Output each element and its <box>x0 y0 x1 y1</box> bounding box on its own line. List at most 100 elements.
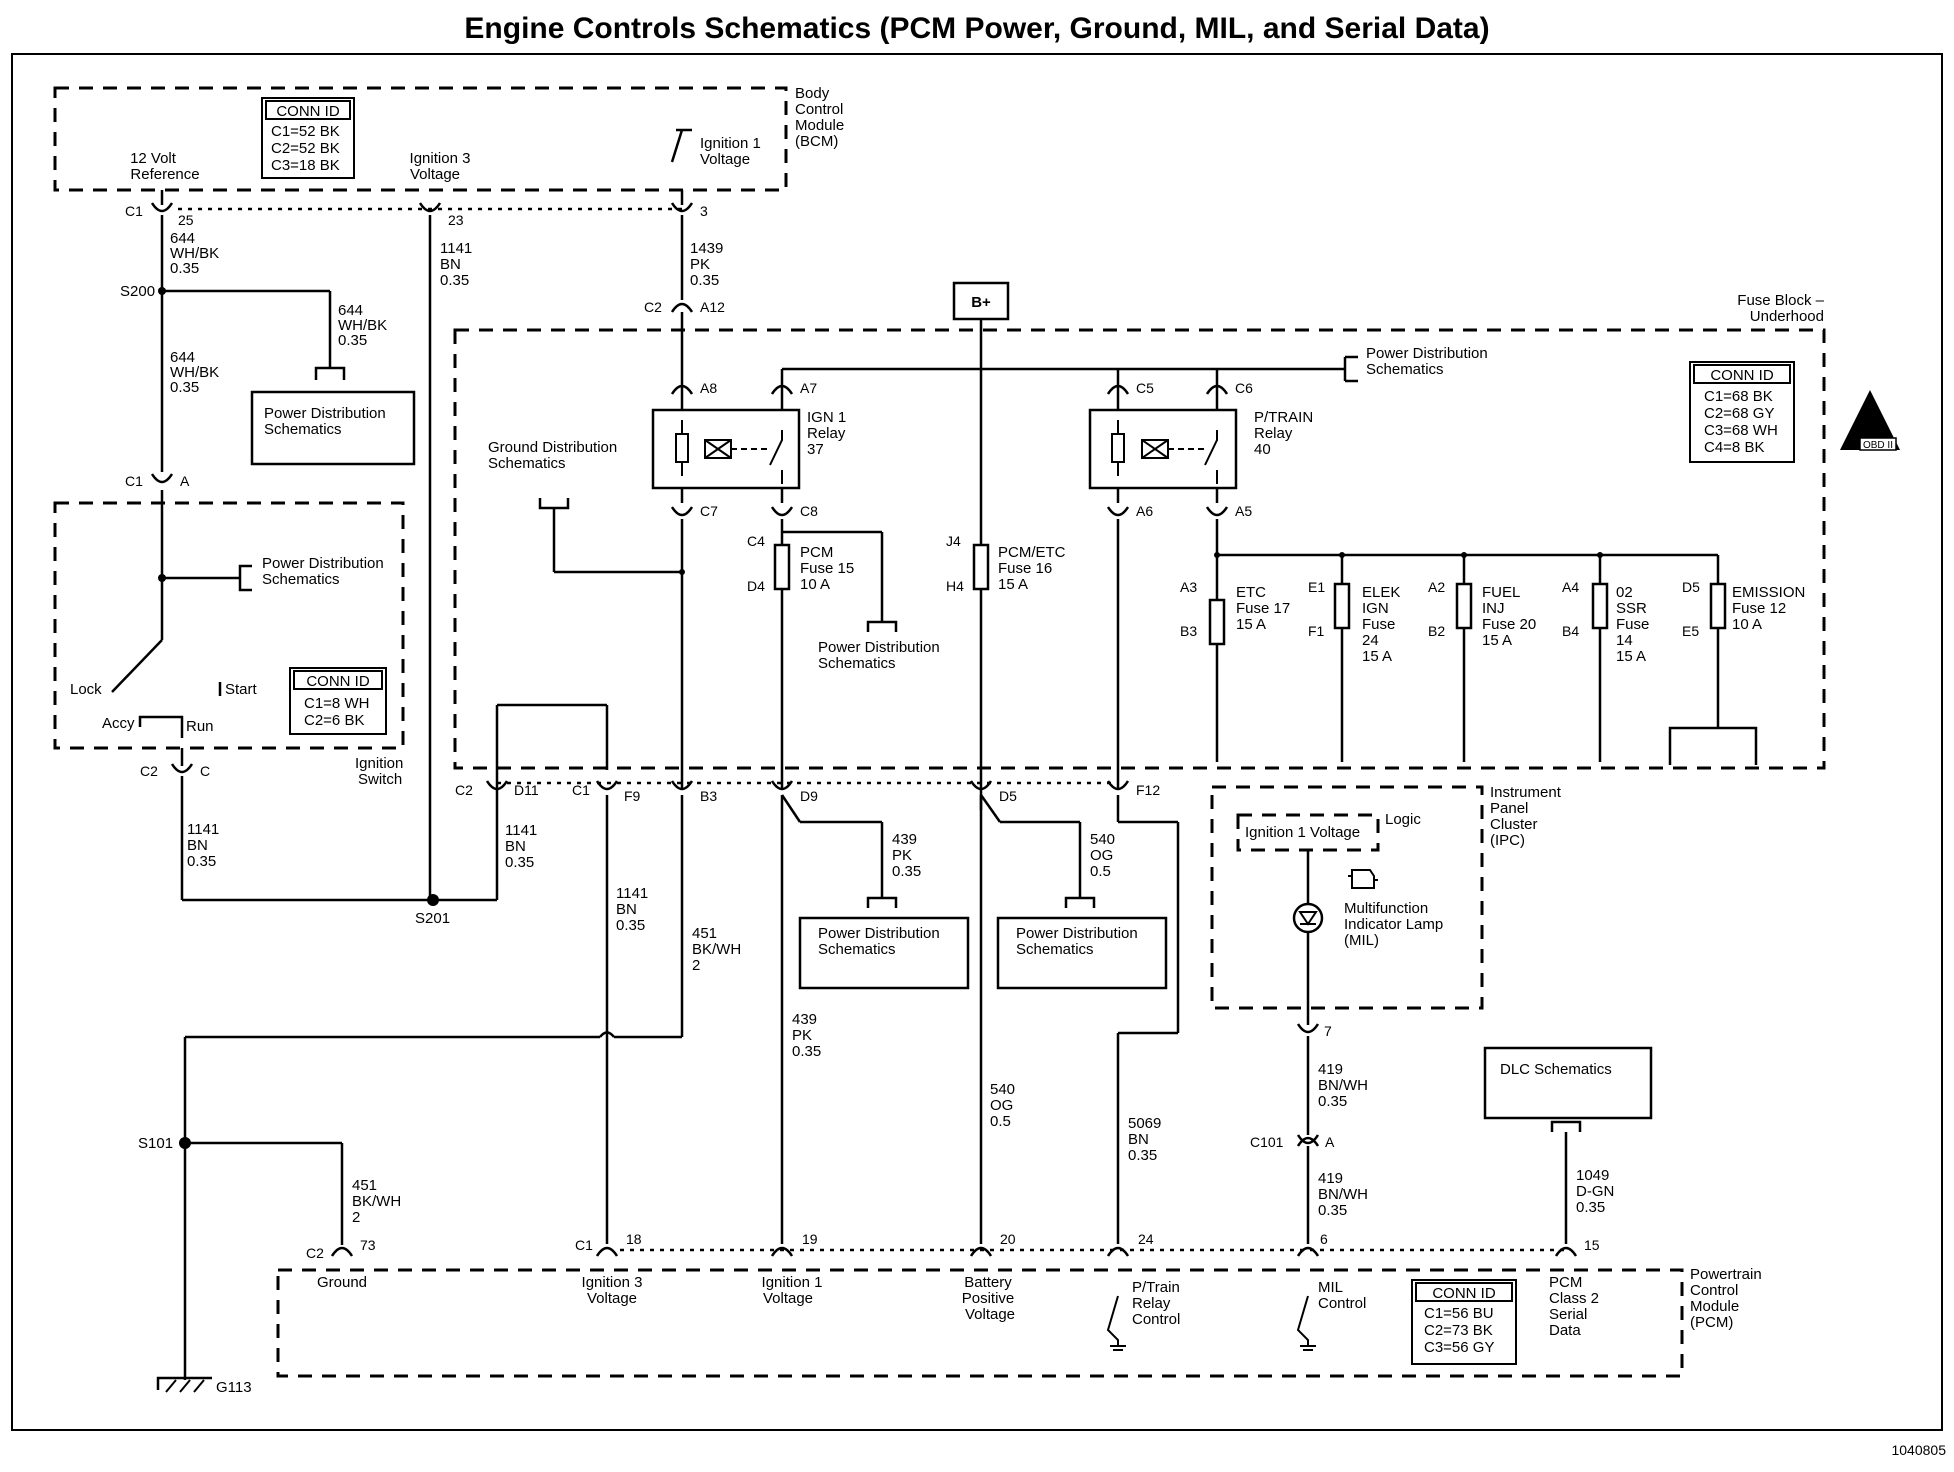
svg-text:Schematics: Schematics <box>264 421 342 438</box>
pcm-conn-id-table: CONN ID C1=56 BU C2=73 BK C3=56 GY <box>1411 1279 1517 1365</box>
fuse-o2-ssr-14: A4 B4 02 SSR Fuse 14 15 A <box>1562 555 1649 762</box>
svg-text:0.35: 0.35 <box>1576 1199 1605 1216</box>
svg-text:BN: BN <box>616 901 637 918</box>
ref-dlc-schematics: DLC Schematics <box>1483 1046 1653 1132</box>
svg-text:C5: C5 <box>1136 380 1154 396</box>
svg-text:0.5: 0.5 <box>1090 863 1111 880</box>
svg-text:Powertrain: Powertrain <box>1690 1266 1762 1283</box>
svg-text:(MIL): (MIL) <box>1344 932 1379 949</box>
svg-text:IGN: IGN <box>1362 600 1389 617</box>
svg-text:Control: Control <box>795 101 843 118</box>
svg-text:Class 2: Class 2 <box>1549 1290 1599 1307</box>
svg-text:644: 644 <box>338 302 363 319</box>
svg-text:0.35: 0.35 <box>1128 1147 1157 1164</box>
svg-text:Run: Run <box>186 718 214 735</box>
diagram-frame <box>11 53 1943 1431</box>
svg-text:D-GN: D-GN <box>1576 1183 1614 1200</box>
svg-text:Ground: Ground <box>317 1274 367 1291</box>
svg-text:Ignition: Ignition <box>355 755 403 772</box>
svg-text:Fuse 20: Fuse 20 <box>1482 616 1536 633</box>
connector-b3 <box>670 780 694 791</box>
svg-text:451: 451 <box>692 925 717 942</box>
ptrain-relay-control-switch-icon <box>1106 1295 1126 1351</box>
svg-text:SSR: SSR <box>1616 600 1647 617</box>
svg-text:Voltage: Voltage <box>587 1290 637 1307</box>
svg-text:D4: D4 <box>747 578 765 594</box>
svg-text:C101: C101 <box>1250 1134 1284 1150</box>
svg-text:BN: BN <box>440 256 461 273</box>
svg-text:BN/WH: BN/WH <box>1318 1077 1368 1094</box>
svg-text:40: 40 <box>1254 441 1271 458</box>
svg-text:E5: E5 <box>1682 623 1699 639</box>
svg-text:Panel: Panel <box>1490 800 1528 817</box>
connector-24 <box>1106 1246 1130 1257</box>
svg-text:C1: C1 <box>125 473 143 489</box>
svg-text:CONN ID: CONN ID <box>276 103 340 120</box>
svg-text:Schematics: Schematics <box>818 941 896 958</box>
fuse-block-underhood: Fuse Block – Underhood CONN ID C1=68 BK … <box>453 292 1826 770</box>
svg-text:02: 02 <box>1616 584 1633 601</box>
bcm-conn-id-table: CONN ID C1=52 BK C2=52 BK C3=18 BK <box>261 97 355 179</box>
svg-text:Control: Control <box>1132 1311 1180 1328</box>
svg-text:Underhood: Underhood <box>1750 308 1824 325</box>
svg-text:A: A <box>1325 1134 1335 1150</box>
connector-c101 <box>1296 1134 1320 1147</box>
svg-text:Start: Start <box>225 681 258 698</box>
svg-text:15 A: 15 A <box>998 576 1028 593</box>
svg-text:A7: A7 <box>800 380 817 396</box>
svg-text:S101: S101 <box>138 1135 173 1152</box>
svg-text:10 A: 10 A <box>800 576 830 593</box>
svg-text:Power Distribution: Power Distribution <box>818 925 940 942</box>
svg-text:419: 419 <box>1318 1170 1343 1187</box>
svg-text:B3: B3 <box>700 788 717 804</box>
svg-text:15 A: 15 A <box>1362 648 1392 665</box>
svg-text:BN: BN <box>505 838 526 855</box>
fuse-etc-17: A3 B3 ETC Fuse 17 15 A <box>1180 555 1290 762</box>
mil-control-switch-icon <box>1296 1295 1316 1351</box>
svg-text:OG: OG <box>990 1097 1013 1114</box>
svg-text:3: 3 <box>700 203 708 219</box>
svg-text:439: 439 <box>792 1011 817 1028</box>
connector-d9 <box>770 780 794 791</box>
svg-text:Indicator Lamp: Indicator Lamp <box>1344 916 1443 933</box>
svg-text:Voltage: Voltage <box>965 1306 1015 1323</box>
svg-text:0.5: 0.5 <box>990 1113 1011 1130</box>
svg-text:Reference: Reference <box>130 166 199 183</box>
svg-text:B2: B2 <box>1428 623 1445 639</box>
svg-text:PCM: PCM <box>800 544 833 561</box>
bcm-ign3-label: Ignition 3 <box>410 150 471 167</box>
svg-text:Fuse: Fuse <box>1616 616 1649 633</box>
svg-text:Relay: Relay <box>807 425 846 442</box>
fuse-pcm-15: C4 D4 PCM Fuse 15 10 A <box>747 533 854 594</box>
svg-text:Body: Body <box>795 85 830 102</box>
svg-text:DLC Schematics: DLC Schematics <box>1500 1061 1612 1078</box>
svg-text:Schematics: Schematics <box>1366 361 1444 378</box>
svg-text:(PCM): (PCM) <box>1690 1314 1733 1331</box>
svg-text:0.35: 0.35 <box>792 1043 821 1060</box>
connector-c1-3 <box>670 202 694 213</box>
obd-ii-badge-icon: OBD II <box>1840 390 1900 451</box>
svg-text:A12: A12 <box>700 299 725 315</box>
ptrain-relay: P/TRAIN Relay 40 <box>1088 369 1313 503</box>
connector-f12 <box>1106 780 1130 791</box>
svg-text:P/TRAIN: P/TRAIN <box>1254 409 1313 426</box>
svg-text:Power Distribution: Power Distribution <box>1366 345 1488 362</box>
svg-text:Power Distribution: Power Distribution <box>262 555 384 572</box>
ref-power-distribution-1: Power Distribution Schematics <box>250 390 416 466</box>
svg-text:BK/WH: BK/WH <box>692 941 741 958</box>
svg-text:Relay: Relay <box>1132 1295 1171 1312</box>
svg-text:WH/BK: WH/BK <box>338 317 387 334</box>
instrument-panel-cluster: Instrument Panel Cluster (IPC) Ignition … <box>1210 784 1562 1025</box>
svg-text:C4=8 BK: C4=8 BK <box>1704 439 1764 456</box>
svg-text:15 A: 15 A <box>1236 616 1266 633</box>
svg-text:E1: E1 <box>1308 579 1325 595</box>
svg-text:ELEK: ELEK <box>1362 584 1400 601</box>
connector-c1-a <box>150 473 174 484</box>
svg-text:0.35: 0.35 <box>505 854 534 871</box>
bcm-module: Body Control Module (BCM) CONN ID C1=52 … <box>53 85 844 192</box>
svg-text:Serial: Serial <box>1549 1306 1587 1323</box>
connector-c2-a12 <box>670 302 694 313</box>
svg-text:15: 15 <box>1584 1237 1600 1253</box>
svg-text:C1: C1 <box>125 203 143 219</box>
svg-text:C1=56 BU: C1=56 BU <box>1424 1305 1494 1322</box>
